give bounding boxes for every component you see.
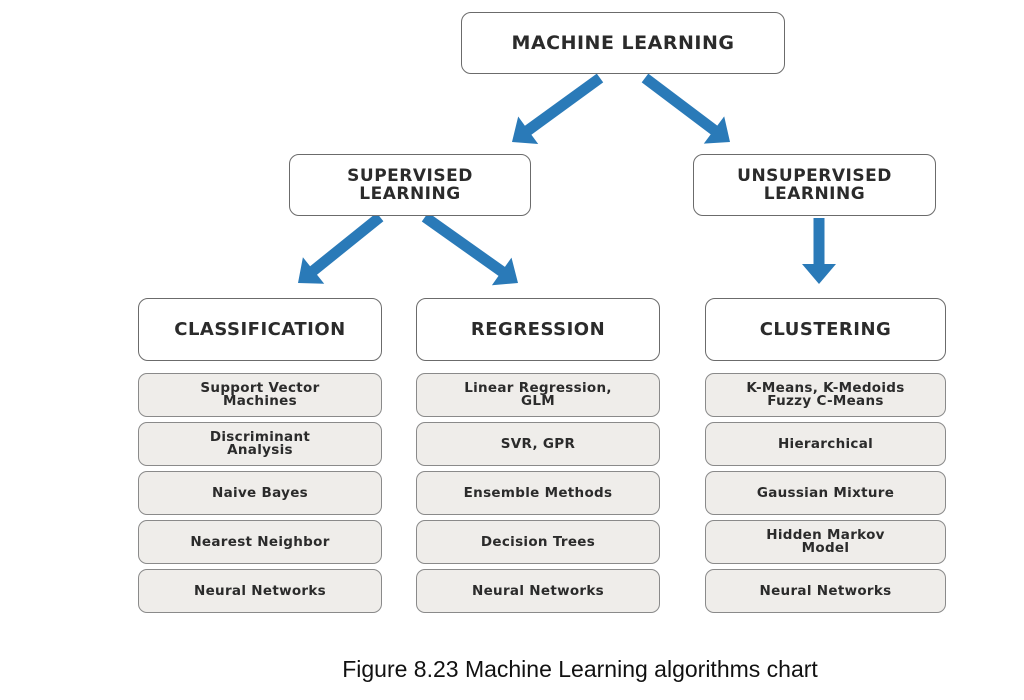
algorithm-label-line1: Naive Bayes [212, 484, 308, 501]
node-label-line2: LEARNING [763, 184, 866, 204]
algorithm-label-line1: Nearest Neighbor [190, 533, 330, 550]
category-title: CLASSIFICATION [174, 319, 346, 340]
arrow-to-unsupervised [641, 73, 730, 144]
algorithm-item: Ensemble Methods [416, 471, 660, 515]
figure-caption: Figure 8.23 Machine Learning algorithms … [342, 656, 818, 682]
arrow-to-clustering [802, 218, 836, 284]
algorithm-label-line1: Neural Networks [194, 582, 326, 599]
algorithm-label-line2: Analysis [227, 442, 293, 458]
algorithm-item: Hierarchical [705, 422, 946, 466]
algorithm-label-line1: Gaussian Mixture [756, 484, 895, 501]
algorithm-label-line1: SVR, GPR [500, 435, 576, 452]
arrow-to-regression [421, 212, 518, 286]
algorithm-label-line1: Support Vector [200, 380, 320, 396]
algorithm-item: Linear Regression,GLM [416, 373, 660, 417]
node-clustering: CLUSTERING [705, 298, 946, 361]
node-label-line1: UNSUPERVISED [737, 166, 892, 186]
arrow-to-supervised [512, 73, 604, 144]
node-regression: REGRESSION [416, 298, 660, 361]
algorithm-label-line1: Decision Trees [480, 533, 596, 550]
algorithm-item: Naive Bayes [138, 471, 382, 515]
algorithm-item: Neural Networks [705, 569, 946, 613]
node-supervised-learning: SUPERVISED LEARNING [289, 154, 531, 216]
node-machine-learning: MACHINE LEARNING [461, 12, 785, 74]
algorithm-label-line2: GLM [520, 393, 555, 409]
algorithm-label-line1: Ensemble Methods [463, 484, 613, 501]
algorithm-item: Neural Networks [416, 569, 660, 613]
algorithm-label-line1: K-Means, K-Medoids [746, 380, 905, 396]
algorithm-label-line2: Fuzzy C-Means [767, 393, 884, 409]
category-title: REGRESSION [470, 319, 606, 340]
algorithm-label-line1: Discriminant [209, 429, 311, 445]
category-title: CLUSTERING [759, 319, 892, 340]
node-unsupervised-learning: UNSUPERVISED LEARNING [693, 154, 936, 216]
algorithm-item: Decision Trees [416, 520, 660, 564]
node-label-line1: SUPERVISED [347, 166, 473, 186]
algorithm-label-line2: Machines [222, 393, 297, 409]
algorithm-label-line1: Hierarchical [777, 435, 874, 452]
algorithm-label-line1: Neural Networks [759, 582, 892, 599]
node-label: MACHINE LEARNING [511, 32, 735, 54]
node-label-line2: LEARNING [359, 184, 461, 204]
algorithm-label-line1: Neural Networks [472, 582, 604, 599]
algorithm-item: Gaussian Mixture [705, 471, 946, 515]
algorithm-label-line2: Model [801, 540, 850, 556]
node-classification: CLASSIFICATION [138, 298, 382, 361]
arrow-to-classification [298, 212, 384, 284]
algorithm-item: Nearest Neighbor [138, 520, 382, 564]
algorithm-label-line1: Linear Regression, [464, 380, 612, 396]
algorithm-item: SVR, GPR [416, 422, 660, 466]
algorithm-item: Neural Networks [138, 569, 382, 613]
algorithm-label-line1: Hidden Markov [766, 527, 885, 543]
